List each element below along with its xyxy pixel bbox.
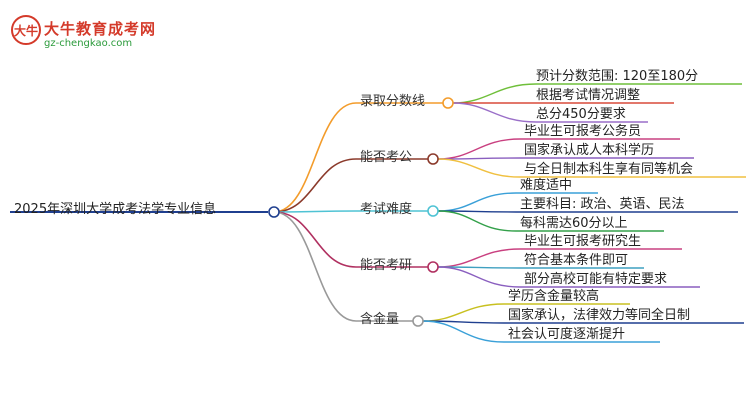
leaf-1-2: 与全日制本科生享有同等机会 — [524, 162, 694, 177]
leaf-3-2: 部分高校可能有特定要求 — [524, 272, 668, 287]
leaf-3-1: 符合基本条件即可 — [524, 253, 629, 268]
branch-label-0: 录取分数线 — [360, 94, 426, 109]
root-node — [268, 206, 280, 218]
leaf-2-0: 难度适中 — [520, 178, 573, 193]
leaf-4-1: 国家承认，法律效力等同全日制 — [508, 308, 691, 323]
leaf-0-2: 总分450分要求 — [536, 107, 626, 122]
logo-title: 大牛教育成考网 — [44, 20, 157, 38]
leaf-connector-1-0 — [437, 138, 521, 160]
leaf-connector-2-2 — [437, 210, 517, 232]
leaf-connector-0-2 — [452, 102, 537, 123]
branch-connector-3 — [273, 211, 357, 268]
branch-connector-0 — [273, 102, 357, 213]
leaf-1-1: 国家承认成人本科学历 — [524, 143, 655, 158]
leaf-connector-1-2 — [437, 158, 521, 178]
branch-label-4: 含金量 — [360, 312, 400, 327]
leaf-connector-3-2 — [437, 266, 521, 288]
branch-label-3: 能否考研 — [360, 258, 413, 273]
branch-node-2 — [427, 205, 439, 217]
branch-node-0 — [442, 97, 454, 109]
leaf-2-2: 每科需达60分以上 — [520, 216, 628, 231]
branch-node-3 — [427, 261, 439, 273]
site-logo: 大牛 大牛教育成考网 gz-chengkao.com — [10, 14, 160, 54]
leaf-4-2: 社会认可度逐渐提升 — [508, 327, 626, 342]
leaf-4-0: 学历含金量较高 — [508, 289, 600, 304]
branch-connector-4 — [273, 211, 357, 322]
branch-node-1 — [427, 153, 439, 165]
leaf-connector-0-0 — [452, 83, 537, 104]
logo-mark-text: 大牛 — [14, 23, 38, 38]
leaf-connector-3-0 — [437, 248, 521, 268]
leaf-1-0: 毕业生可报考公务员 — [524, 124, 642, 139]
logo-url: gz-chengkao.com — [44, 38, 133, 49]
branch-label-1: 能否考公 — [360, 150, 413, 165]
root-topic: 2025年深圳大学成考法学专业信息 — [14, 202, 217, 217]
leaf-0-0: 预计分数范围: 120至180分 — [536, 69, 699, 84]
branch-label-2: 考试难度 — [360, 202, 413, 217]
leaf-connector-4-2 — [422, 320, 505, 343]
leaf-connector-2-0 — [437, 192, 517, 212]
leaf-connector-4-0 — [422, 303, 505, 322]
leaf-2-1: 主要科目: 政治、英语、民法 — [520, 197, 685, 212]
leaf-3-0: 毕业生可报考研究生 — [524, 234, 642, 249]
leaf-0-1: 根据考试情况调整 — [536, 88, 641, 103]
branch-connector-2 — [273, 210, 357, 213]
logo-mark-icon: 大牛 — [11, 15, 41, 45]
branch-connector-1 — [273, 158, 357, 213]
branch-node-4 — [412, 315, 424, 327]
